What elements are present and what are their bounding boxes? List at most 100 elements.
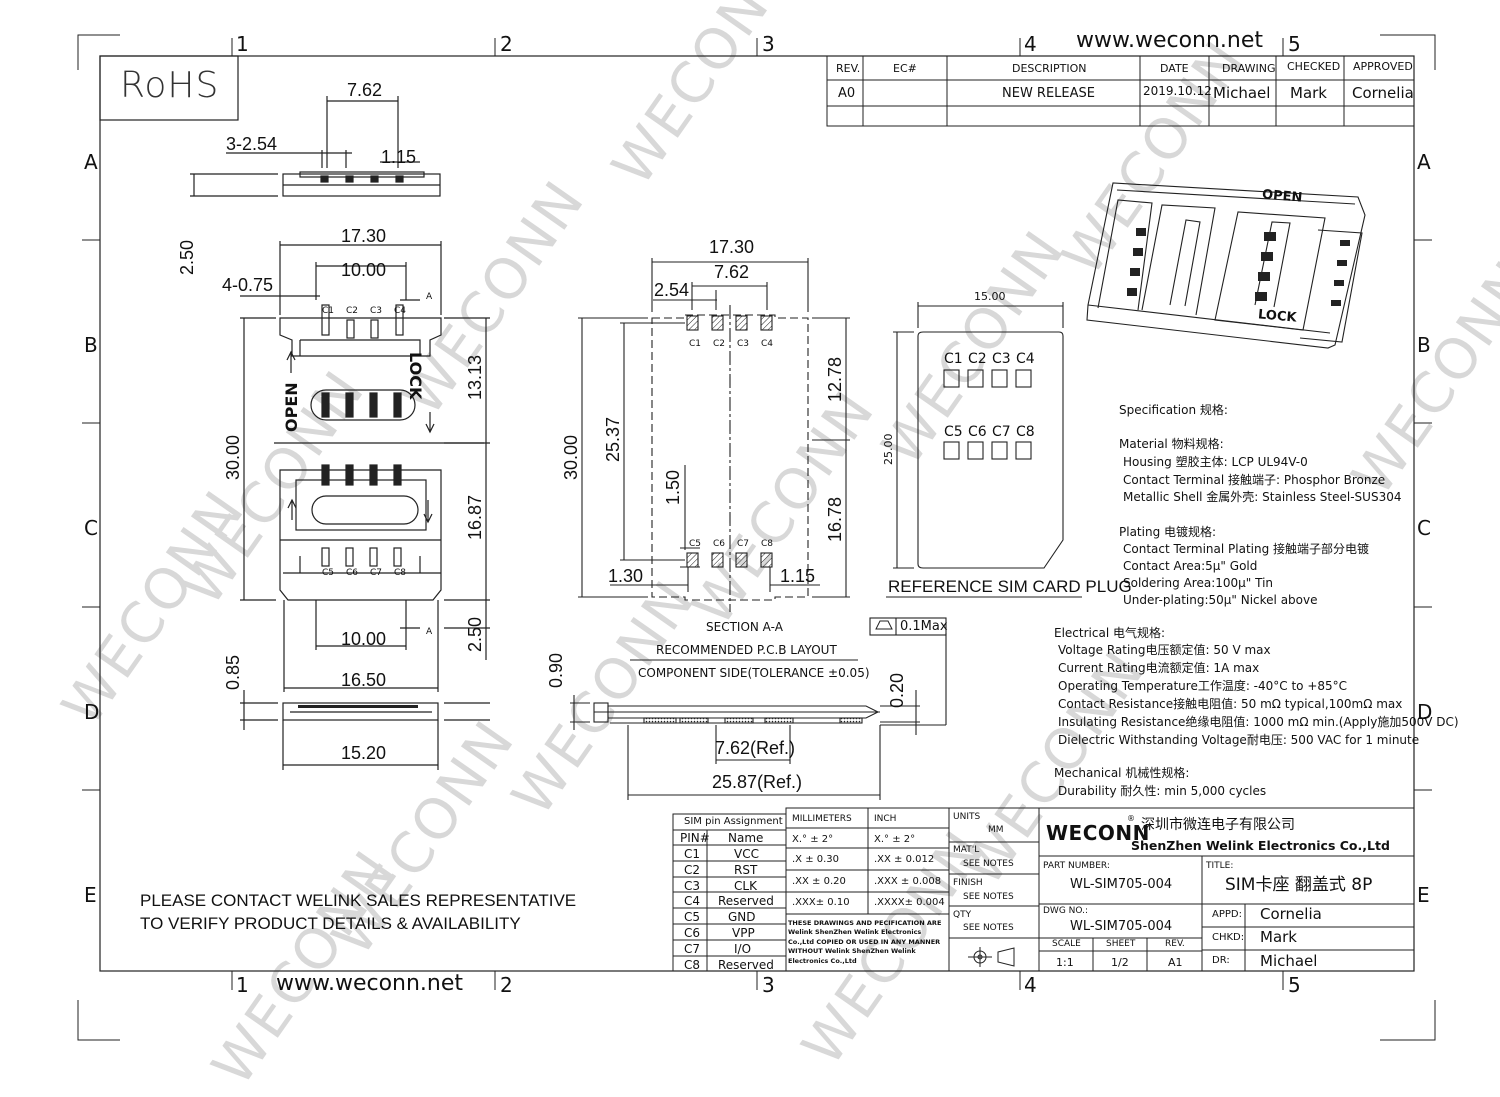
pin-label: C3	[370, 306, 383, 316]
pin-label: C8	[394, 568, 407, 578]
material-title: Material 物料规格:	[1119, 437, 1224, 451]
column-marker: 5	[1288, 32, 1301, 56]
dim-25-37: 25.37	[603, 416, 623, 462]
dwg-no-label: DWG NO.:	[1043, 906, 1089, 916]
dim-30-00: 30.00	[223, 434, 243, 480]
tol-mm: .XXX± 0.10	[792, 897, 850, 908]
pin-name: I/O	[734, 942, 752, 956]
approved-header: APPROVED	[1353, 60, 1413, 73]
section-marker: A	[426, 292, 433, 302]
tol-mm: .XX ± 0.20	[792, 876, 846, 887]
dim-16-50: 16.50	[341, 670, 387, 690]
elec-insulating-resistance: Insulating Resistance绝缘电阻值: 1000 mΩ min.…	[1058, 715, 1459, 729]
column-marker: 2	[500, 32, 513, 56]
registered-mark: ®	[1127, 814, 1135, 823]
dim-3-2-54: 3-2.54	[226, 134, 278, 154]
dim-2-50-bottom: 2.50	[465, 616, 485, 652]
dim-10-00-top: 10.00	[341, 260, 387, 280]
iso-contacts	[1127, 228, 1350, 306]
rohs-mark: RoHS	[120, 65, 220, 106]
company-en: ShenZhen Welink Electronics Co.,Ltd	[1131, 838, 1390, 853]
dim-13-13: 13.13	[465, 354, 485, 400]
spec-housing: Housing 塑胶主体: LCP UL94V-0	[1123, 455, 1308, 469]
row-marker: A	[1417, 150, 1431, 174]
section-caption: SECTION A-A	[706, 620, 783, 634]
row-marker: E	[84, 883, 97, 907]
website-link-top[interactable]: www.weconn.net	[1076, 28, 1264, 53]
checked-value: Mark	[1290, 84, 1327, 102]
tol-inch: X.° ± 2°	[874, 834, 916, 845]
column-marker: 1	[236, 32, 249, 56]
column-marker: 4	[1024, 973, 1037, 997]
sim-contact: C6	[968, 424, 987, 440]
iso-open-label: OPEN	[1261, 187, 1303, 206]
copyright-note: THESE DRAWINGS AND PECIFICATION ARE Weli…	[788, 919, 942, 965]
sheet-label: SHEET	[1106, 939, 1136, 949]
tol-mm: X.° ± 2°	[792, 834, 834, 845]
description-header: DESCRIPTION	[1012, 62, 1087, 75]
dim-16-87: 16.87	[465, 494, 485, 540]
pin-number: C3	[684, 879, 701, 893]
sim-contact: C7	[992, 424, 1011, 440]
tol-inch: .XXX ± 0.008	[874, 876, 942, 887]
revision-table-grid	[826, 55, 1415, 127]
pin-header: PIN#	[680, 831, 710, 845]
dim-1-30: 1.30	[608, 566, 644, 586]
qty-value: SEE NOTES	[963, 923, 1014, 933]
dim-17-30: 17.30	[709, 237, 755, 257]
spec-title: Specification 规格:	[1119, 403, 1228, 417]
checked-header: CHECKED	[1287, 60, 1341, 73]
column-marker: 4	[1024, 32, 1037, 56]
section-marker: A	[426, 627, 433, 637]
column-marker: 1	[236, 973, 249, 997]
tol-mm: .X ± 0.30	[792, 854, 840, 865]
pin-number: C4	[684, 894, 701, 908]
dim-17-30: 17.30	[341, 226, 387, 246]
sim-contact: C4	[1016, 351, 1035, 367]
pin-number: C5	[684, 910, 701, 924]
pad-label: C1	[689, 339, 702, 349]
sim-height: 25.00	[882, 433, 895, 466]
chkd-value: Mark	[1260, 928, 1297, 946]
iso-view-geometry	[1086, 182, 1366, 349]
dim-12-78: 12.78	[825, 356, 845, 402]
dwg-no: WL-SIM705-004	[1070, 919, 1173, 934]
rev-value: A1	[1168, 956, 1183, 969]
elec-voltage: Voltage Rating电压额定值: 50 V max	[1058, 643, 1271, 657]
pin-number: C2	[684, 863, 701, 877]
website-link-bottom[interactable]: www.weconn.net	[276, 971, 464, 996]
elec-temperature: Operating Temperature工作温度: -40°C to +85°…	[1058, 679, 1348, 693]
sim-contact: C3	[992, 351, 1011, 367]
flatness-tolerance: 0.1Max	[900, 619, 948, 634]
rev-header: REV.	[836, 62, 861, 75]
chkd-label: CHKD:	[1212, 932, 1245, 943]
row-marker: E	[1417, 883, 1430, 907]
dim-30-00: 30.00	[561, 434, 581, 480]
pin-name: GND	[728, 910, 756, 924]
plating-1: Contact Terminal Plating 接触端子部分电镀	[1123, 542, 1370, 556]
mech-durability: Durability 耐久性: min 5,000 cycles	[1058, 784, 1267, 798]
pad-label: C6	[713, 539, 726, 549]
plating-2: Contact Area:5μ" Gold	[1123, 559, 1258, 573]
pin-label: C5	[322, 568, 335, 578]
pin-name: CLK	[734, 879, 757, 893]
pin-number: C7	[684, 942, 701, 956]
matl-label: MAT'L	[953, 845, 980, 855]
spec-contact: Contact Terminal 接触端子: Phosphor Bronze	[1123, 473, 1386, 487]
sim-card-caption: REFERENCE SIM CARD PLUG	[888, 577, 1132, 596]
row-marker: A	[84, 150, 98, 174]
pin-number: C6	[684, 926, 701, 940]
units-label: UNITS	[953, 812, 981, 822]
pcb-layout-geometry	[570, 258, 947, 800]
dim-2-50: 2.50	[177, 239, 197, 275]
sim-card-geometry	[886, 302, 1082, 598]
pin-label: C1	[322, 306, 335, 316]
tolerance-caption: COMPONENT SIDE(TOLERANCE ±0.05)	[638, 666, 870, 680]
dr-label: DR:	[1212, 955, 1230, 966]
pad-label: C4	[761, 339, 774, 349]
appd-value: Cornelia	[1260, 905, 1322, 923]
tol-inch: .XXXX± 0.004	[874, 897, 945, 908]
dim-1-50: 1.50	[663, 469, 683, 505]
plating-4: Under-plating:50μ" Nickel above	[1123, 593, 1318, 607]
drawing-value: Michael	[1213, 84, 1271, 102]
